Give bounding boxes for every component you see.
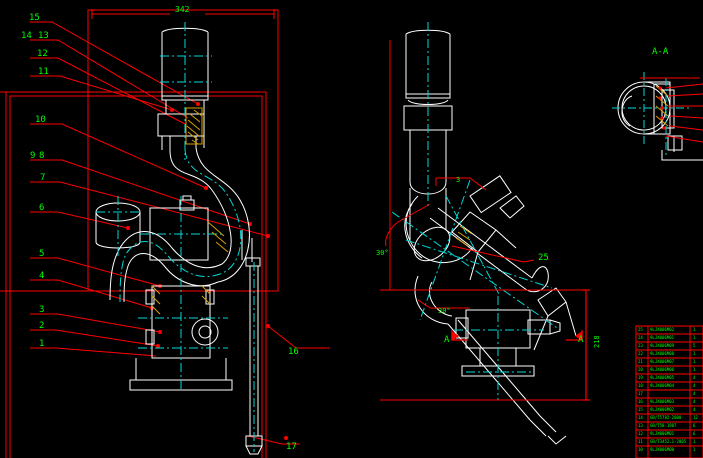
bom-cell-no: 24 bbox=[638, 335, 643, 340]
bom-cell-code: 9LJX006M07 bbox=[650, 359, 675, 364]
label-25: 25 bbox=[538, 253, 549, 263]
bom-cell-code: 9LJX006M02 bbox=[650, 327, 675, 332]
bom-cell-no: 14 bbox=[638, 415, 643, 420]
balloon-2: 2 bbox=[39, 321, 45, 331]
centerlines-middle bbox=[427, 22, 544, 400]
red-frame-lines bbox=[0, 9, 279, 458]
balloon-9: 9 bbox=[30, 151, 36, 161]
balloon-6: 6 bbox=[39, 203, 45, 213]
bom-table-grid[interactable] bbox=[635, 325, 703, 458]
leaders-section-aa bbox=[640, 77, 703, 143]
bom-cell-qty: 5 bbox=[693, 343, 696, 348]
section-aa-dots bbox=[658, 86, 666, 130]
label-3: 3 bbox=[456, 176, 461, 184]
bom-cell-no: 22 bbox=[638, 351, 643, 356]
bom-cell-code: 9LJX006M02 bbox=[650, 407, 675, 412]
bom-cell-code: 9LJX006M00 bbox=[650, 447, 675, 452]
balloon-3: 3 bbox=[39, 305, 45, 315]
angle-label-left: 30° bbox=[376, 249, 389, 257]
bom-cell-qty: 1 bbox=[693, 327, 696, 332]
balloon-11: 11 bbox=[38, 67, 49, 77]
bom-cell-code: GB/T58-1987 bbox=[650, 423, 677, 428]
bom-cell-code: GB/T5782-2000 bbox=[650, 415, 682, 420]
bom-cell-no: 13 bbox=[638, 423, 643, 428]
balloon-8: 8 bbox=[39, 151, 45, 161]
bom-cell-code: 9LJX006M01 bbox=[650, 431, 675, 436]
right-vertical-dimension: 218 bbox=[593, 335, 601, 348]
bom-cell-qty: 6 bbox=[693, 431, 696, 436]
bom-cell-qty: 4 bbox=[693, 391, 696, 396]
balloon-7: 7 bbox=[40, 173, 46, 183]
hatch-middle bbox=[455, 225, 473, 247]
bom-cell-qty: 1 bbox=[693, 439, 696, 444]
dimension-top-text: 342 bbox=[175, 5, 190, 14]
balloon-1: 1 bbox=[39, 339, 45, 349]
hatch-left bbox=[151, 109, 229, 315]
bom-cell-no: 21 bbox=[638, 359, 643, 364]
bom-cell-qty: 1 bbox=[693, 351, 696, 356]
bom-cell-qty: 6 bbox=[693, 423, 696, 428]
balloon-14: 14 bbox=[21, 31, 32, 41]
bom-cell-no: 12 bbox=[638, 431, 643, 436]
centerlines-left bbox=[96, 22, 255, 452]
balloon-4: 4 bbox=[39, 271, 45, 281]
balloon-5: 5 bbox=[39, 249, 45, 259]
hatch-section-aa bbox=[655, 85, 669, 127]
bom-cell-qty: 1 bbox=[693, 367, 696, 372]
bom-cell-no: 10 bbox=[638, 447, 643, 452]
bom-cell-qty: 12 bbox=[693, 415, 698, 420]
middle-red-frame bbox=[380, 40, 587, 401]
bom-cell-qty: 4 bbox=[693, 375, 696, 380]
bom-cell-no: 23 bbox=[638, 343, 643, 348]
bom-cell-no: 25 bbox=[638, 327, 643, 332]
bom-cell-no: 11 bbox=[638, 439, 643, 444]
balloon-13: 13 bbox=[38, 31, 49, 41]
bom-cell-qty: 4 bbox=[693, 407, 696, 412]
bom-cell-code: GB/T3452.1-2005 bbox=[650, 439, 687, 444]
balloon-12: 12 bbox=[37, 49, 48, 59]
bom-cell-code: 9LJX006M09 bbox=[650, 343, 675, 348]
bom-cell-code: 9LJX006M05 bbox=[650, 375, 675, 380]
balloon-15: 15 bbox=[29, 13, 40, 23]
top-dimension-line bbox=[91, 9, 275, 19]
section-mark-a-right: A bbox=[578, 335, 584, 345]
bom-cell-no: 20 bbox=[638, 367, 643, 372]
bom-cell-qty: 4 bbox=[693, 399, 696, 404]
centerlines-section-aa bbox=[612, 72, 690, 156]
leader-lines-left bbox=[30, 21, 330, 445]
balloon-17: 17 bbox=[286, 442, 297, 452]
bom-cell-qty: 4 bbox=[693, 383, 696, 388]
bom-cell-code: 9LJX006M03 bbox=[650, 399, 675, 404]
bom-cell-qty: 1 bbox=[693, 359, 696, 364]
balloon-10: 10 bbox=[35, 115, 46, 125]
bom-cell-qty: 1 bbox=[693, 335, 696, 340]
balloon-16: 16 bbox=[288, 347, 299, 357]
bom-cell-no: 15 bbox=[638, 407, 643, 412]
pipe-centerline-left bbox=[119, 149, 242, 303]
bom-cell-code: 9LJX006M01 bbox=[650, 335, 675, 340]
bom-cell-no: 17 bbox=[638, 391, 643, 396]
bom-cell-no: 18 bbox=[638, 383, 643, 388]
bom-cell-no: 19 bbox=[638, 375, 643, 380]
bom-cell-code: 9LJX006M04 bbox=[650, 383, 675, 388]
angle-label-bottom: 30° bbox=[438, 307, 451, 315]
bom-cell-qty: 1 bbox=[693, 447, 696, 452]
bom-cell-code: 9LJX006M08 bbox=[650, 351, 675, 356]
bom-cell-no: 16 bbox=[638, 399, 643, 404]
section-label-aa: A-A bbox=[652, 47, 669, 57]
hatch-outline-left bbox=[185, 107, 203, 145]
bom-cell-code: 9LJX006M06 bbox=[650, 367, 675, 372]
axis-middle-tilted bbox=[391, 179, 561, 331]
section-mark-a-left: A bbox=[444, 335, 450, 345]
